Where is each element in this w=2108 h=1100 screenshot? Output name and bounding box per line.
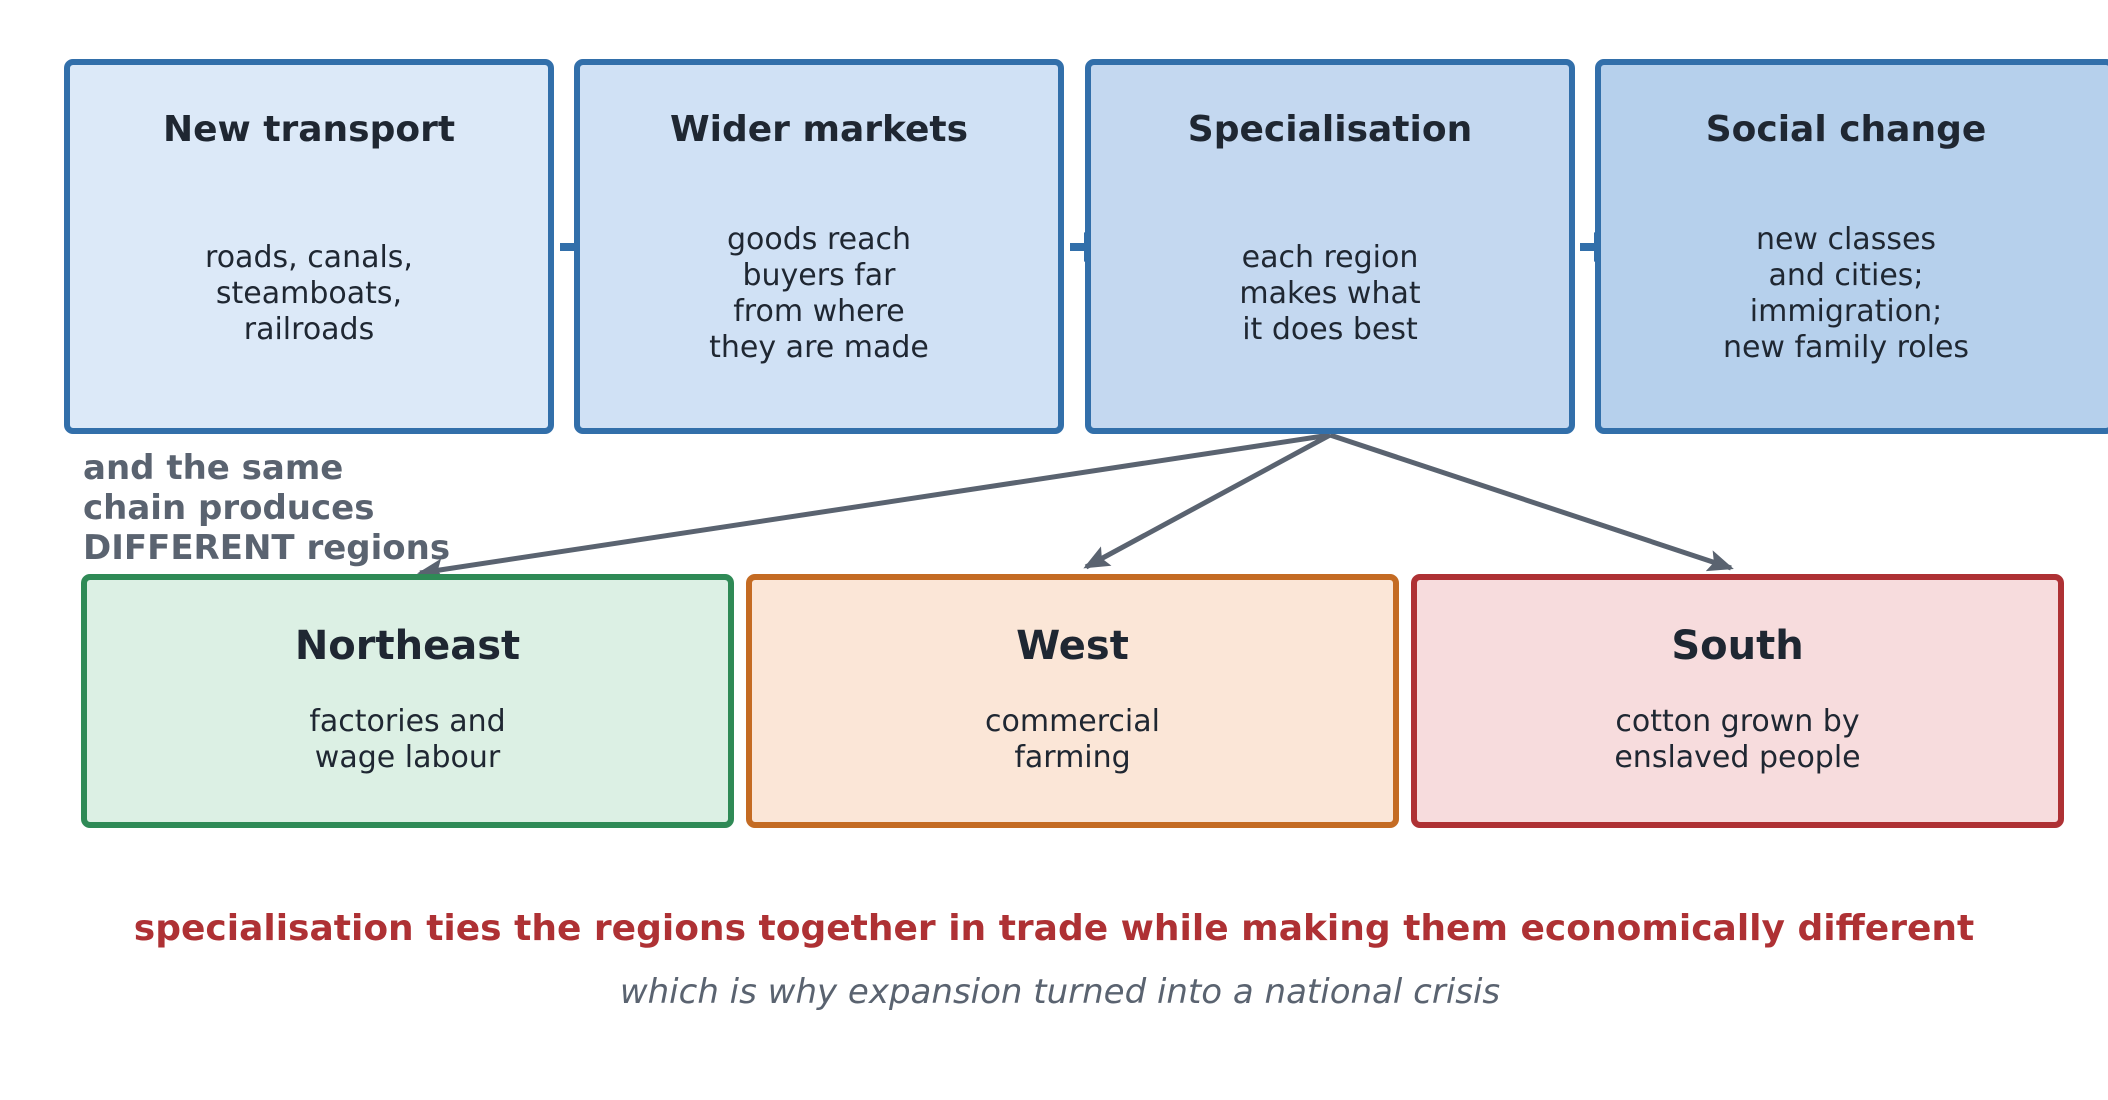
branch-arrow-northeast bbox=[417, 432, 1331, 581]
side-note: and the same chain produces DIFFERENT re… bbox=[83, 448, 451, 568]
subline-text: which is why expansion turned into a nat… bbox=[619, 972, 1501, 1012]
branch-arrow-south bbox=[1329, 432, 1734, 572]
region-description: commercial farming bbox=[985, 704, 1160, 775]
branch-arrow-west bbox=[1083, 432, 1332, 570]
region-description: factories and wage labour bbox=[309, 704, 506, 775]
step-title: Wider markets bbox=[669, 109, 969, 150]
step-title: Specialisation bbox=[1187, 109, 1473, 150]
step-new-transport: New transport roads, canals, steamboats,… bbox=[64, 59, 554, 434]
region-title: Northeast bbox=[294, 623, 521, 669]
region-south: South cotton grown by enslaved people bbox=[1411, 574, 2064, 828]
region-description: cotton grown by enslaved people bbox=[1614, 704, 1861, 775]
step-wider-markets: Wider markets goods reach buyers far fro… bbox=[574, 59, 1064, 434]
region-west: West commercial farming bbox=[746, 574, 1399, 828]
step-description: each region makes what it does best bbox=[1239, 240, 1421, 347]
step-title: Social change bbox=[1705, 109, 1987, 150]
region-title: West bbox=[1016, 623, 1129, 669]
step-specialisation: Specialisation each region makes what it… bbox=[1085, 59, 1575, 434]
step-description: roads, canals, steamboats, railroads bbox=[205, 240, 413, 347]
conclusion-text: specialisation ties the regions together… bbox=[133, 908, 1975, 949]
step-description: new classes and cities; immigration; new… bbox=[1722, 222, 1970, 365]
region-title: South bbox=[1671, 623, 1804, 669]
region-northeast: Northeast factories and wage labour bbox=[81, 574, 734, 828]
step-title: New transport bbox=[162, 109, 456, 150]
step-description: goods reach buyers far from where they a… bbox=[709, 222, 929, 365]
step-social-change: Social change new classes and cities; im… bbox=[1595, 59, 2108, 434]
